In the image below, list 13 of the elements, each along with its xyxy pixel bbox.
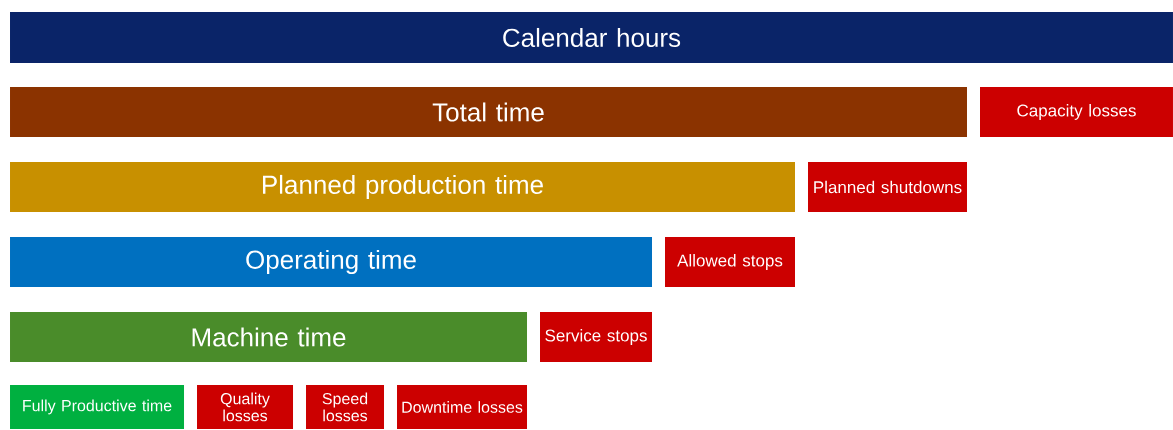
time-bar: Total time	[10, 87, 967, 137]
loss-box: Quality losses	[197, 385, 293, 429]
loss-box: Capacity losses	[980, 87, 1173, 137]
loss-box: Planned shutdowns	[808, 162, 967, 212]
loss-box: Allowed stops	[665, 237, 795, 287]
loss-box: Downtime losses	[397, 385, 527, 429]
time-bar: Operating time	[10, 237, 652, 287]
loss-box: Service stops	[540, 312, 652, 362]
time-bar: Planned production time	[10, 162, 795, 212]
time-bar: Calendar hours	[10, 12, 1173, 63]
time-bar: Fully Productive time	[10, 385, 184, 429]
loss-box: Speed losses	[306, 385, 384, 429]
time-bar: Machine time	[10, 312, 527, 362]
